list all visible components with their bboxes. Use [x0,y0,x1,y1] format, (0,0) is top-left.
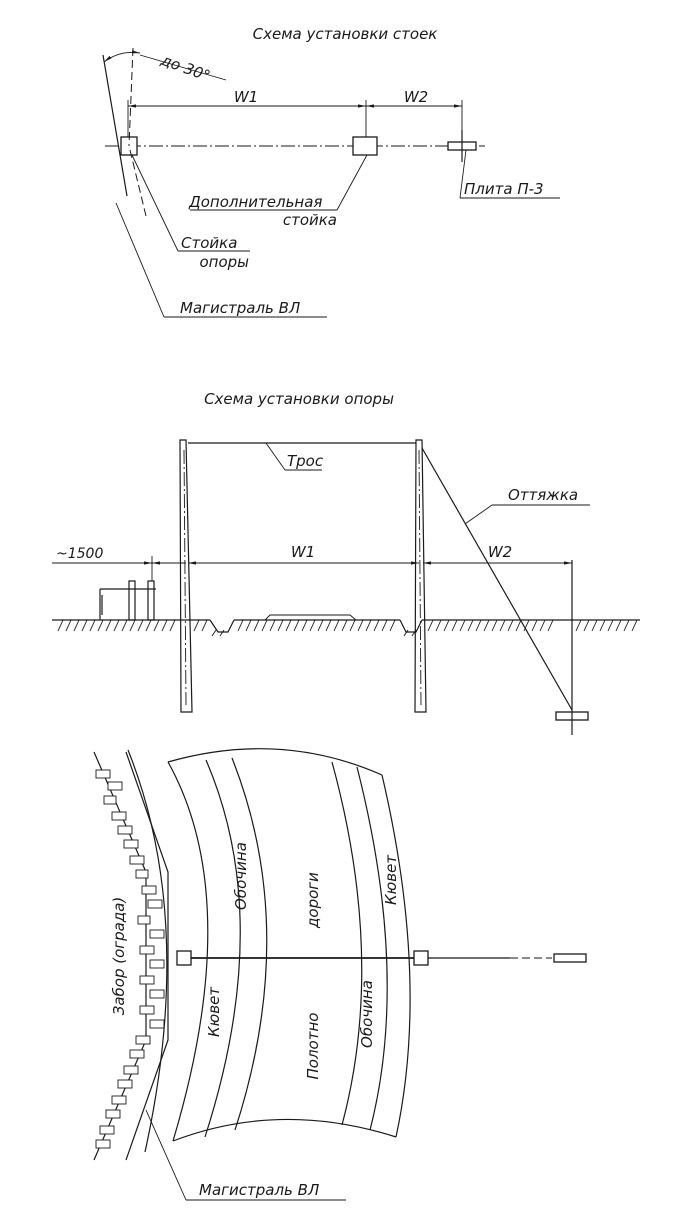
post-incline-line [102,54,128,197]
brick-fence [93,751,169,1161]
fence-label: Забор (ограда) [110,897,128,1016]
post-deviation-dashed [128,47,134,147]
road-bottom-edge [172,1118,397,1142]
extra-post-box [352,136,378,156]
guy-wire [421,447,573,711]
cable-label: Трос [287,452,324,470]
post-installation-scheme: Схема установки стоек до 30° W1 W2 Допол… [102,25,560,318]
left-post-plan [176,950,192,966]
support-installation-scheme: Схема установки опоры [52,390,640,735]
left-pole [179,439,193,713]
road-edge-right [381,774,411,1138]
plate-leader [459,149,467,199]
scheme-posts-title: Схема установки стоек [253,25,438,43]
ditch-right-label: Кювет [382,854,400,905]
w2-label-elevation: W2 [488,543,512,561]
w1-label-elevation: W1 [291,543,315,561]
road-top-edge [167,748,383,776]
extra-post-label-1: Дополнительная [188,193,322,211]
mainline-label-bottom: Магистраль ВЛ [199,1181,319,1199]
right-pole [414,439,427,713]
road-edge-left [167,761,209,1142]
w1-label: W1 [234,88,258,106]
extra-post-leader [336,154,368,211]
road-lower-label: Полотно [304,1013,322,1080]
outer-roadside-line [127,749,168,1153]
shoulder-boundary-left [231,757,268,1131]
road-crossing-plan: Забор (ограда) Обочина дороги Кювет Кюве… [93,748,587,1201]
post-label-2: опоры [199,253,249,271]
right-post-plan [413,950,429,966]
shoulder-boundary-right [331,761,363,1126]
offset-label: ~1500 [56,546,103,562]
guy-leader [464,504,493,525]
ditch-left-label: Кювет [205,986,223,1037]
post-deviation-dashed-lower [129,149,147,217]
post-leader [131,154,179,252]
cable-leader [265,442,286,471]
mainline-leader [115,202,165,318]
mainline-leader-bottom [145,1109,187,1201]
plate-label: Плита П-3 [464,180,544,198]
ditch-boundary-left [204,759,241,1138]
anchor-plate-plan [553,953,587,963]
guy-label: Оттяжка [508,486,578,504]
fence [99,580,156,621]
ditch-boundary-right [356,766,388,1131]
post-label-1: Стойка [181,234,237,252]
extra-post-label-2: стойка [283,211,337,229]
shoulder-left-label: Обочина [232,842,250,910]
angle-leader [139,54,227,81]
w2-label: W2 [404,88,428,106]
shoulder-right-label: Обочина [358,980,376,1048]
road-upper-label: дороги [304,872,322,929]
ground-line [52,614,640,637]
scheme-support-title: Схема установки опоры [204,390,394,408]
mainline-label-top: Магистраль ВЛ [180,299,300,317]
angle-arc [103,50,141,63]
